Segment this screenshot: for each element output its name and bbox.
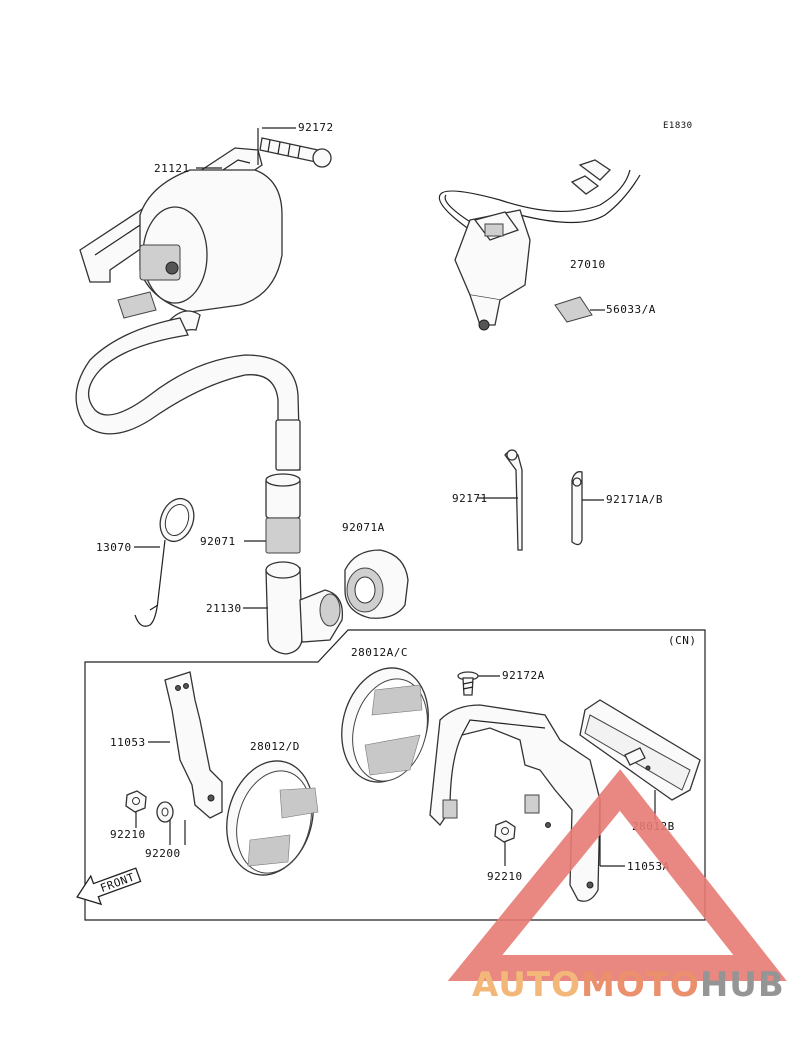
nut-92210-left [125,790,147,813]
lead-end [275,419,301,471]
washer-92200 [156,801,174,823]
label-21130: 21130 [206,602,242,615]
reflector-28012d [226,760,319,876]
label-92171: 92171 [452,492,488,505]
label-92172a: 92172A [502,669,545,682]
nut-92210-right [494,820,516,843]
label-sticker [554,296,593,323]
plug-cap-92071 [265,473,301,554]
screw-92172a [457,671,479,696]
label-92200: 92200 [145,847,181,860]
label-92171ab: 92171A/B [606,493,663,506]
label-92210-right: 92210 [487,870,523,883]
clamp-92171ab [571,471,583,546]
label-11053a: 11053A [627,860,670,873]
label-21121: 21121 [154,162,190,175]
cap-92071a [344,549,409,619]
spark-plug-cap [265,561,344,655]
label-13070: 13070 [96,541,132,554]
label-28012d: 28012/D [250,740,300,753]
bracket-11053 [164,671,223,819]
kill-switch [438,159,641,331]
clamp-92171 [504,449,523,551]
reflector-28012b [579,699,701,801]
label-92172: 92172 [298,121,334,134]
bracket-11053a [429,704,601,902]
label-11053: 11053 [110,736,146,749]
label-56033: 56033/A [606,303,656,316]
ignition-coil [79,147,283,338]
front-arrow-icon: FRONT [76,867,142,906]
region-note: (CN) [668,634,697,647]
ht-lead [75,317,301,471]
watermark: AUTOMOTOHUB [447,769,787,1005]
bolt-92172 [259,137,332,168]
label-92210-left: 92210 [110,828,146,841]
label-92071: 92071 [200,535,236,548]
reflector-28012ac [341,667,429,783]
label-28012ac: 28012A/C [351,646,408,659]
watermark-logo-text: AUTOMOTOHUB [472,965,785,1005]
spring-clip [134,539,166,627]
label-27010: 27010 [570,258,606,271]
cn-subframe [84,629,706,921]
label-92071a: 92071A [342,521,385,534]
leader-92200 [169,820,186,845]
diagram-code: E1830 [663,121,693,131]
